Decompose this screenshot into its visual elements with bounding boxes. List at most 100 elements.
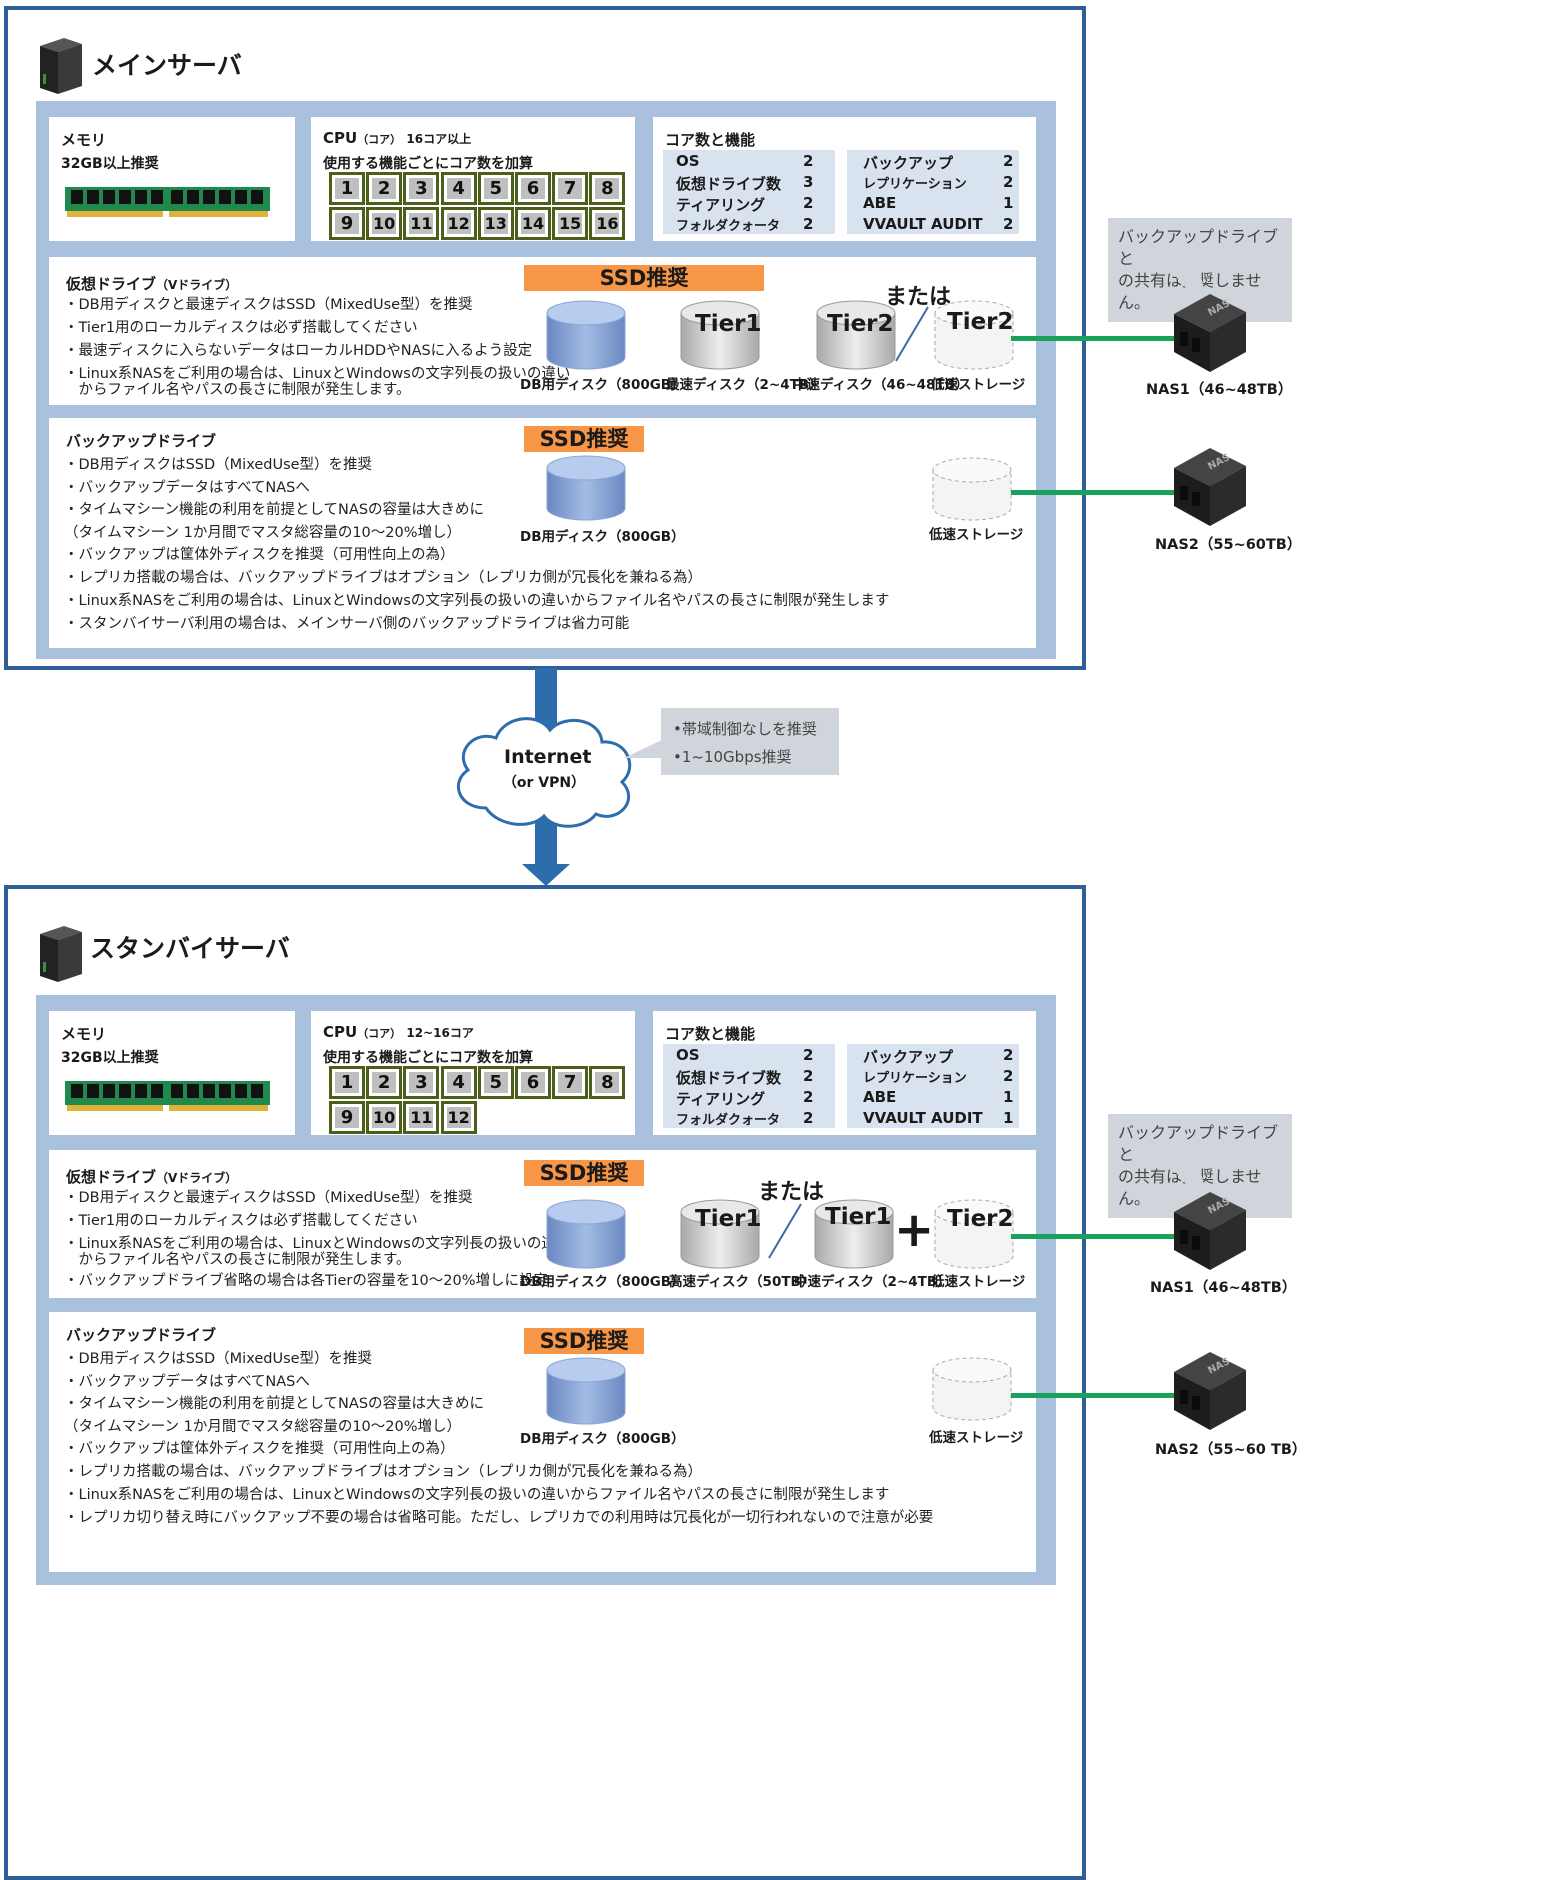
core-row: ティアリング xyxy=(676,1090,766,1108)
memory-label: メモリ xyxy=(61,131,107,149)
or-label: または xyxy=(758,1180,825,1205)
cpu-core: 1 xyxy=(329,1066,365,1099)
disk-label: 中速ディスク（46~48TB） xyxy=(793,377,969,393)
main-server-title: メインサーバ xyxy=(92,51,242,80)
ssd-recommended-badge: SSD推奨 xyxy=(524,1160,644,1186)
cpu-core: 12 xyxy=(440,1101,477,1134)
vdrive-panel: 仮想ドライブ（Vドライブ） ・DB用ディスクと最速ディスクはSSD（MixedU… xyxy=(49,1150,1036,1298)
memory-panel: メモリ 32GB以上推奨 xyxy=(49,117,295,241)
nas1-connection xyxy=(1011,1234,1181,1239)
standby-server-title: スタンバイサーバ xyxy=(90,934,290,963)
core-table-left: OS 仮想ドライブ数 ティアリング フォルダクォータ xyxy=(663,1044,835,1128)
core-row: フォルダクォータ xyxy=(676,219,781,234)
cpu-core: 5 xyxy=(477,172,514,205)
core-row: OS xyxy=(676,1046,700,1064)
nas2-connection xyxy=(1011,490,1181,495)
backup-panel: バックアップドライブ ・DB用ディスクはSSD（MixedUse型）を推奨 ・バ… xyxy=(49,418,1036,648)
core-row: 仮想ドライブ数 xyxy=(676,175,782,193)
nas-icon: NAS xyxy=(1174,448,1246,526)
cpu-core: 11 xyxy=(403,1101,440,1134)
cpu-core: 6 xyxy=(515,172,551,205)
disk-tier-label: Tier2 xyxy=(827,311,894,337)
cpu-core: 8 xyxy=(589,172,626,205)
disk-label: DB用ディスク（800GB） xyxy=(520,377,685,393)
cpu-core: 15 xyxy=(552,207,589,240)
db-disk-icon xyxy=(546,455,626,521)
backup-bullet: ・スタンバイサーバ利用の場合は、メインサーバ側のバックアップドライブは省力可能 xyxy=(64,616,630,632)
cpu-core: 4 xyxy=(440,1066,477,1099)
cpu-core: 10 xyxy=(366,1101,403,1134)
vdrive-title: 仮想ドライブ（Vドライブ） xyxy=(66,275,238,293)
memory-label: メモリ xyxy=(61,1025,107,1043)
cpu-core: 6 xyxy=(515,1066,551,1099)
cpu-core: 5 xyxy=(477,1066,514,1099)
slash-divider xyxy=(768,1203,802,1259)
cpu-core: 3 xyxy=(403,1066,440,1099)
nas2-label: NAS2（55~60 TB） xyxy=(1155,1442,1307,1458)
disk-label: DB用ディスク（800GB） xyxy=(520,529,685,545)
cpu-core: 4 xyxy=(440,172,477,205)
disk-label: DB用ディスク（800GB） xyxy=(520,1274,685,1290)
core-value: 2 xyxy=(803,194,814,212)
cpu-core: 16 xyxy=(589,207,626,240)
tier2-disk-icon xyxy=(816,300,896,370)
cpu-core: 12 xyxy=(440,207,477,240)
backup-bullet: ・レプリカ切り替え時にバックアップ不要の場合は省略可能。ただし、レプリカでの利用… xyxy=(64,1510,934,1526)
vdrive-bullet: ・DB用ディスクと最速ディスクはSSD（MixedUse型）を推奨 xyxy=(64,1190,473,1206)
disk-tier-label: Tier1 xyxy=(825,1204,892,1230)
cpu-note: 使用する機能ごとにコア数を加算 xyxy=(323,1050,533,1066)
core-value: 2 xyxy=(803,1046,814,1064)
tier1-disk-icon xyxy=(680,1199,760,1269)
disk-label: 最速ディスク（2~4TB） xyxy=(666,377,823,393)
core-value: 2 xyxy=(1003,1067,1014,1085)
cpu-core: 1 xyxy=(329,172,365,205)
core-table-title: コア数と機能 xyxy=(665,131,756,149)
core-value: 2 xyxy=(803,1088,814,1106)
core-row: バックアップ xyxy=(863,154,954,172)
backup-bullet: ・Linux系NASをご利用の場合は、LinuxとWindowsの文字列長の扱い… xyxy=(64,593,890,609)
vdrive-title: 仮想ドライブ（Vドライブ） xyxy=(66,1168,238,1186)
db-disk-icon xyxy=(546,1199,626,1269)
cpu-core: 10 xyxy=(366,207,403,240)
core-value: 3 xyxy=(803,173,814,191)
core-row: バックアップ xyxy=(863,1048,954,1066)
disk-tier-label: Tier1 xyxy=(695,311,762,337)
backup-bullet: （タイムマシーン 1か月間でマスタ総容量の10〜20%増し） xyxy=(64,1419,461,1435)
ssd-recommended-badge: SSD推奨 xyxy=(524,265,764,291)
nas-icon: NAS xyxy=(1174,294,1246,372)
disk-label: DB用ディスク（800GB） xyxy=(520,1431,685,1447)
cpu-core: 14 xyxy=(515,207,551,240)
cpu-core: 2 xyxy=(366,172,403,205)
core-value: 2 xyxy=(1003,1046,1014,1064)
backup-panel: バックアップドライブ ・DB用ディスクはSSD（MixedUse型）を推奨 ・バ… xyxy=(49,1312,1036,1572)
core-value: 1 xyxy=(1003,1109,1014,1127)
disk-label: 中速ディスク（2~4TB） xyxy=(794,1274,951,1290)
tier1-disk-icon xyxy=(814,1199,894,1269)
backup-bullet: ・バックアップは筐体外ディスクを推奨（可用性向上の為） xyxy=(64,547,455,563)
backup-bullet: ・レプリカ搭載の場合は、バックアップドライブはオプション（レプリカ側が冗長化を兼… xyxy=(64,1464,702,1480)
disk-label: 低速ストレージ xyxy=(931,1274,1026,1290)
core-value: 2 xyxy=(1003,215,1014,233)
db-disk-icon xyxy=(546,1357,626,1425)
callout-line: バックアップドライブと xyxy=(1118,1123,1279,1164)
vdrive-bullet: ・Linux系NASをご利用の場合は、LinuxとWindowsの文字列長の扱い… xyxy=(64,366,571,382)
backup-bullet: ・DB用ディスクはSSD（MixedUse型）を推奨 xyxy=(64,457,373,473)
disk-tier-label: Tier2 xyxy=(947,1206,1014,1232)
core-row: ABE xyxy=(863,1088,897,1106)
cpu-core: 9 xyxy=(329,1101,365,1134)
memory-panel: メモリ 32GB以上推奨 xyxy=(49,1011,295,1135)
backup-title: バックアップドライブ xyxy=(66,1326,217,1344)
core-value: 2 xyxy=(1003,173,1014,191)
cpu-core: 7 xyxy=(552,1066,589,1099)
cpu-core: 3 xyxy=(403,172,440,205)
core-row: レプリケーション xyxy=(863,1071,967,1086)
network-notes: •帯域制御なしを推奨 •1~10Gbps推奨 xyxy=(661,708,839,775)
disk-label: 低速ストレージ xyxy=(929,527,1024,543)
vdrive-bullet: ・最速ディスクに入らないデータはローカルHDDやNASに入るよう設定 xyxy=(64,343,533,359)
server-icon xyxy=(40,38,82,94)
core-table-panel: コア数と機能 OS 仮想ドライブ数 ティアリング フォルダクォータ バックアップ… xyxy=(653,117,1036,241)
core-value: 2 xyxy=(1003,152,1014,170)
network-note: •帯域制御なしを推奨 xyxy=(673,720,817,738)
or-label: または xyxy=(885,285,952,310)
